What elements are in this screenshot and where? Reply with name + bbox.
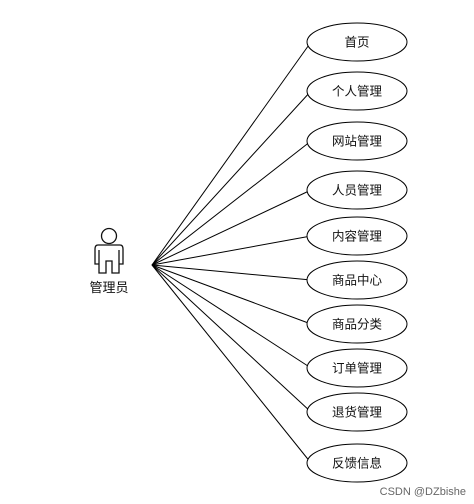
association-line xyxy=(151,264,312,281)
use-case-label: 商品中心 xyxy=(332,273,383,288)
use-case-ellipse xyxy=(306,22,408,62)
use-case-ellipse xyxy=(306,348,408,388)
association-line xyxy=(151,235,312,266)
association-lines xyxy=(151,41,312,464)
association-line xyxy=(151,264,312,369)
use-case-ellipse xyxy=(306,170,408,210)
actor-figure xyxy=(94,227,124,274)
use-case-2: 个人管理 xyxy=(306,71,408,111)
use-case-label: 网站管理 xyxy=(332,134,383,149)
use-case-label: 订单管理 xyxy=(332,361,383,376)
use-case-5: 内容管理 xyxy=(306,216,408,256)
actor-label: 管理员 xyxy=(89,281,129,296)
use-case-3: 网站管理 xyxy=(306,121,408,161)
association-line xyxy=(151,41,312,266)
watermark: CSDN @DZbishe xyxy=(379,486,466,498)
use-case-label: 退货管理 xyxy=(332,405,383,420)
use-case-9: 退货管理 xyxy=(306,392,408,432)
use-case-label: 商品分类 xyxy=(332,317,383,332)
association-line xyxy=(151,90,312,266)
actor-head xyxy=(100,227,118,245)
use-case-ellipse xyxy=(306,260,408,300)
association-line xyxy=(151,264,312,325)
use-case-ellipse xyxy=(306,71,408,111)
use-case-4: 人员管理 xyxy=(306,170,408,210)
use-case-label: 首页 xyxy=(344,35,369,50)
use-case-ellipse xyxy=(306,304,408,344)
use-case-6: 商品中心 xyxy=(306,260,408,300)
use-case-ellipse xyxy=(306,392,408,432)
use-case-ellipse xyxy=(306,443,408,483)
use-case-7: 商品分类 xyxy=(306,304,408,344)
association-line xyxy=(151,140,312,266)
use-case-1: 首页 xyxy=(306,22,408,62)
use-case-label: 个人管理 xyxy=(332,84,383,99)
use-case-label: 内容管理 xyxy=(332,229,383,244)
use-case-label: 反馈信息 xyxy=(332,456,382,471)
use-case-ellipse xyxy=(306,121,408,161)
use-case-8: 订单管理 xyxy=(306,348,408,388)
use-case-label: 人员管理 xyxy=(332,183,383,198)
actor-body xyxy=(94,244,124,274)
association-line xyxy=(151,264,312,464)
association-line xyxy=(151,189,312,266)
use-case-ellipse xyxy=(306,216,408,256)
use-case-10: 反馈信息 xyxy=(306,443,408,483)
association-line xyxy=(151,264,312,413)
